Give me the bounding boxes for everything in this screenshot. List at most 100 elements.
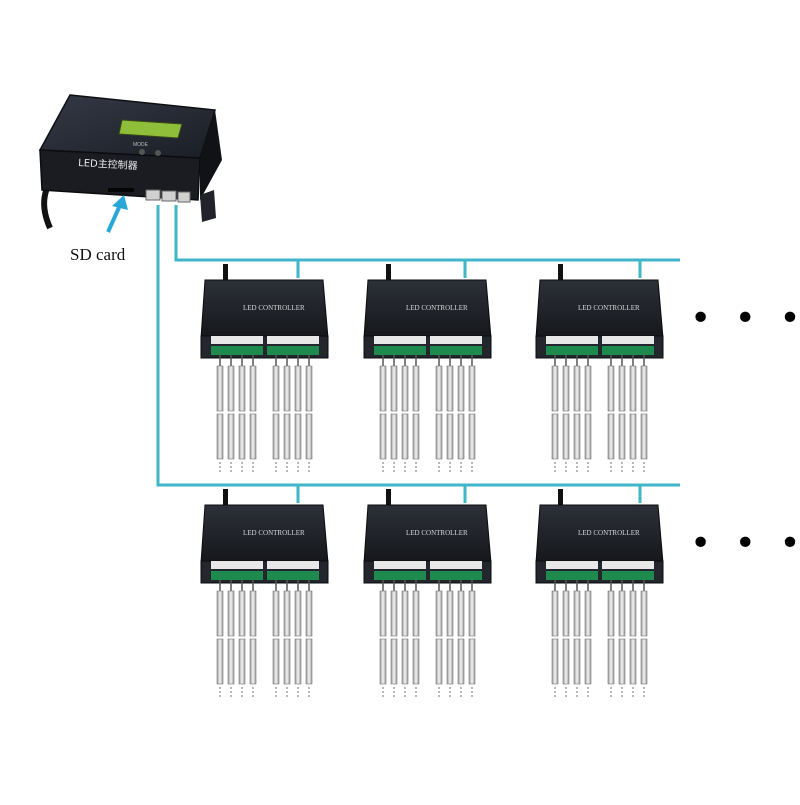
ethernet-port-1 (145, 189, 161, 201)
led-strip-segment (227, 413, 235, 460)
led-strip-segment (468, 590, 476, 637)
led-strip-segment (238, 638, 246, 685)
led-strip-segment (401, 590, 409, 637)
led-strip-segment (216, 590, 224, 637)
led-strip-segment (249, 413, 257, 460)
ethernet-port-2 (161, 190, 177, 202)
led-strip-segment (272, 413, 280, 460)
port-label-plate (430, 561, 482, 569)
led-strip-segment (446, 590, 454, 637)
led-strip-segment (573, 638, 581, 685)
port-label-plate (546, 561, 598, 569)
led-strip-segment (390, 638, 398, 685)
master-controller: MODE LED主控制器 (38, 94, 222, 230)
led-strip-segment (305, 365, 313, 412)
led-strip-segment (294, 365, 302, 412)
terminal-block (430, 346, 482, 355)
antenna (386, 264, 391, 280)
led-strip-segment (629, 638, 637, 685)
sd-card-arrow (106, 195, 128, 233)
port-label-plate (267, 561, 319, 569)
led-strip-segment (412, 638, 420, 685)
button-right (155, 150, 161, 156)
led-strip-segment (238, 365, 246, 412)
led-strip-segment (272, 365, 280, 412)
led-strip-segment (573, 590, 581, 637)
led-strip-segment (446, 638, 454, 685)
antenna (558, 264, 563, 280)
led-strip-segment (305, 638, 313, 685)
led-strip-segment (446, 413, 454, 460)
arrow-head-icon (112, 195, 128, 210)
led-strip-segment (435, 590, 443, 637)
led-strip-segment (551, 638, 559, 685)
data-cables (156, 205, 680, 503)
controller-label: LED CONTROLLER (243, 529, 305, 537)
led-strip-segment (283, 413, 291, 460)
led-strip-segment (640, 590, 648, 637)
led-strip-segment (283, 638, 291, 685)
led-strip-segment (551, 413, 559, 460)
led-strip-segment (607, 590, 615, 637)
led-strip-segment (294, 638, 302, 685)
slave-controller: LED CONTROLLER (363, 489, 492, 699)
slave-controller: LED CONTROLLER (363, 264, 492, 474)
led-strip-segment (379, 413, 387, 460)
antenna (223, 264, 228, 280)
led-strip-segment (640, 638, 648, 685)
antenna (386, 489, 391, 505)
led-strip-segment (379, 638, 387, 685)
terminal-block (211, 346, 263, 355)
led-strip-segment (272, 638, 280, 685)
row-2-continuation-dots: • • • (690, 523, 800, 564)
led-strip-segment (216, 638, 224, 685)
led-strip-segment (618, 638, 626, 685)
led-strip-segment (390, 590, 398, 637)
led-strip-segment (607, 365, 615, 412)
led-strip-segment (227, 638, 235, 685)
terminal-block (546, 571, 598, 580)
led-strip-segment (468, 638, 476, 685)
terminal-block (374, 571, 426, 580)
led-strip-segment (283, 590, 291, 637)
led-strip-segment (629, 590, 637, 637)
led-strip-segment (584, 638, 592, 685)
led-strip-segment (390, 365, 398, 412)
led-strip-segment (249, 638, 257, 685)
cable-segment (156, 205, 680, 487)
led-strip-segment (379, 365, 387, 412)
port-label-plate (211, 336, 263, 344)
terminal-block (546, 346, 598, 355)
slave-controllers: LED CONTROLLER LED CONTROLLER LED CONTROLL… (200, 264, 664, 699)
button-left (139, 149, 145, 155)
led-strip-segment (573, 365, 581, 412)
led-strip-segment (249, 590, 257, 637)
terminal-block (602, 346, 654, 355)
led-strip-segment (551, 590, 559, 637)
led-strip-segment (629, 365, 637, 412)
controller-label: LED CONTROLLER (406, 529, 468, 537)
led-strip-segment (618, 365, 626, 412)
port-label-plate (546, 336, 598, 344)
led-strip-segment (551, 365, 559, 412)
led-strip-segment (227, 590, 235, 637)
led-strip-segment (468, 365, 476, 412)
sd-card-label: SD card (70, 245, 126, 264)
led-strip-segment (468, 413, 476, 460)
led-strip-segment (629, 413, 637, 460)
led-strip-segment (283, 365, 291, 412)
port-label-plate (602, 561, 654, 569)
led-strip-segment (457, 590, 465, 637)
terminal-block (374, 346, 426, 355)
led-strip-segment (412, 365, 420, 412)
cable-segment (174, 205, 680, 262)
led-strip-segment (584, 413, 592, 460)
port-label-plate (602, 336, 654, 344)
led-strip-segment (607, 413, 615, 460)
port-label-plate (267, 336, 319, 344)
led-strip-segment (562, 413, 570, 460)
port-label-plate (211, 561, 263, 569)
mode-label: MODE (133, 142, 149, 148)
led-strip-segment (607, 638, 615, 685)
